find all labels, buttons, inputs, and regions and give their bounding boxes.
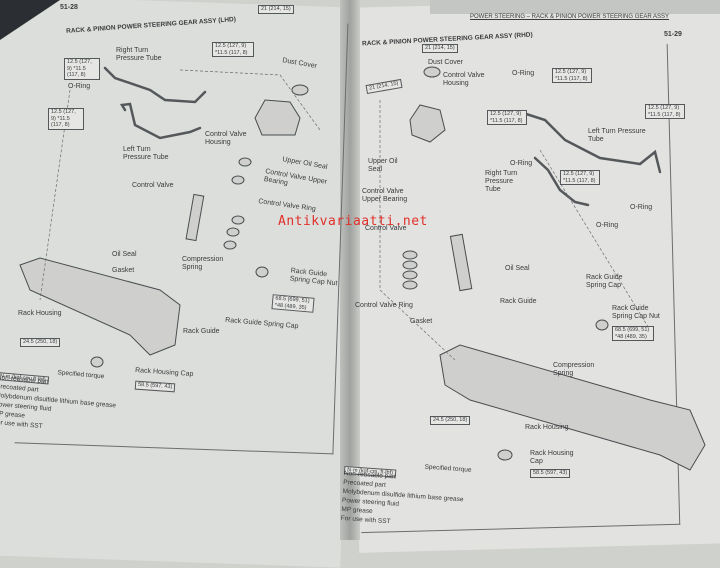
label: Rack Guide Spring Cap Nut: [612, 305, 660, 321]
label: Control Valve Ring: [355, 302, 413, 309]
torque-box: 21 (214, 15): [422, 44, 458, 53]
torque-box: 12.5 (127, 9) *11.5 (117, 8): [212, 42, 254, 58]
label: Gasket: [112, 267, 135, 274]
label: Oil Seal: [505, 265, 530, 272]
torque-box: 24.5 (250, 18): [430, 416, 471, 425]
torque-box: 24.5 (250, 18): [20, 338, 61, 347]
label: Upper Oil Seal: [368, 158, 398, 174]
label: Compression Spring: [182, 256, 224, 272]
left-control-valve: [185, 193, 205, 242]
right-section-header: POWER STEERING – RACK & PINION POWER STE…: [470, 14, 670, 20]
label: Left Turn Pressure Tube: [588, 128, 646, 144]
label: Left Turn Pressure Tube: [123, 146, 169, 162]
right-right-turn-tube: [533, 156, 590, 207]
label: Control Valve Upper Bearing: [362, 188, 408, 204]
right-left-turn-tube: [518, 110, 662, 174]
right-legend: N·m (kgf·cm, ft·lbf) Specified torque No…: [341, 458, 472, 526]
label: Rack Housing: [525, 424, 569, 431]
left-left-turn-tube: [119, 102, 202, 140]
label: Oil Seal: [112, 251, 137, 258]
label: Dust Cover: [428, 59, 464, 66]
label: Control Valve Housing: [443, 72, 485, 88]
right-valve-housing: [409, 104, 446, 143]
torque-box: 68.5 (699, 51) *48 (489, 35): [612, 326, 654, 342]
left-dust-cover: [291, 84, 309, 96]
label: Compression Spring: [553, 362, 595, 378]
label: Right Turn Pressure Tube: [485, 170, 518, 194]
label: Right Turn Pressure Tube: [116, 47, 162, 63]
watermark: Antikvariaatti.net: [278, 214, 428, 229]
label: Gasket: [410, 318, 433, 325]
label: Rack Guide: [183, 328, 220, 335]
torque-box: 12.5 (127, 9) *11.5 (117, 8): [48, 108, 84, 130]
label: Control Valve: [132, 182, 174, 189]
label: O-Ring: [68, 83, 91, 90]
page-shadow: [430, 0, 720, 14]
exploded-diagram-drawing: [19, 66, 706, 471]
right-dust-cover: [423, 66, 441, 78]
label: Rack Guide: [500, 298, 537, 305]
left-page-number: 51-28: [60, 4, 78, 11]
label: O-Ring: [596, 222, 619, 229]
left-rack-housing: [19, 257, 181, 356]
torque-box: 12.5 (127, 9) *11.5 (117, 8): [552, 68, 592, 84]
label: Control Valve Housing: [205, 131, 247, 147]
label: Control Valve: [365, 225, 407, 232]
left-legend: N·m (kgf·cm, ft·lbf) Specified torque No…: [0, 364, 116, 430]
label: Rack Housing: [18, 310, 62, 317]
torque-box: 12.5 (127, 9) *11.5 (117, 8): [487, 110, 527, 126]
left-valve-housing: [254, 99, 301, 136]
right-rack-housing: [439, 344, 706, 471]
right-control-valve: [449, 233, 473, 292]
label: O-Ring: [510, 160, 533, 167]
torque-box: 12.5 (127, 9) *11.5 (117, 8): [560, 170, 600, 186]
torque-box: 58.5 (597, 43): [530, 469, 571, 478]
book-spine: [340, 0, 360, 540]
torque-box: 12.5 (127, 9) *11.5 (117, 8): [645, 104, 685, 120]
label: O-Ring: [630, 204, 653, 211]
label: Rack Guide Spring Cap: [586, 274, 623, 290]
torque-box: 21 (214, 15): [258, 5, 294, 14]
right-page-number: 51-29: [664, 31, 682, 38]
left-right-turn-tube: [103, 66, 207, 104]
torque-box: 12.5 (127, 9) *11.5 (117, 8): [64, 58, 100, 80]
label: Rack Housing Cap: [530, 450, 574, 466]
label: O-Ring: [512, 70, 535, 77]
